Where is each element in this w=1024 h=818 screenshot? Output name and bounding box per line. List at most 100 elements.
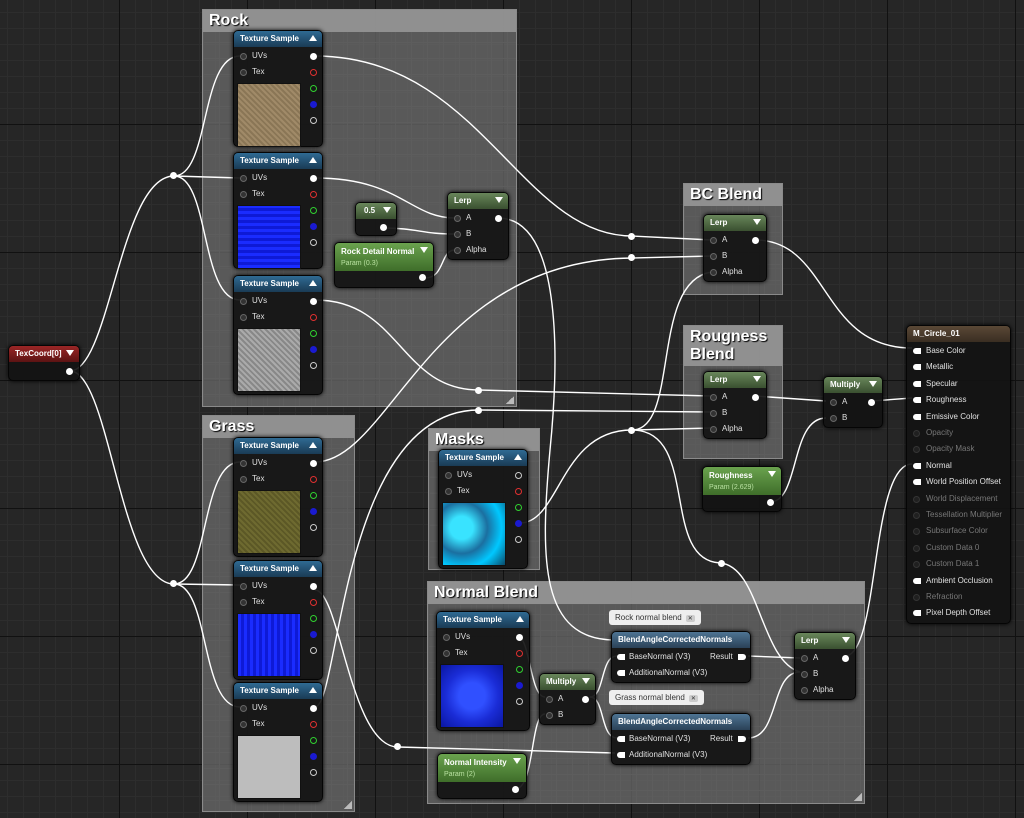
material-input-pin[interactable] [913,397,921,404]
tex-input-pin[interactable] [240,599,247,606]
output-pin[interactable] [419,274,426,281]
blend-normals-node-rock[interactable]: BlendAngleCorrectedNormals BaseNormal (V… [611,631,751,683]
b-output-pin[interactable] [310,753,317,760]
node-header[interactable]: Texture Sample [437,612,529,628]
reroute-knot[interactable] [475,407,482,414]
b-input-pin[interactable] [710,410,717,417]
collapse-arrow-icon[interactable] [753,376,761,382]
base-normal-input-pin[interactable] [617,736,625,742]
r-output-pin[interactable] [515,488,522,495]
output-pin[interactable] [582,696,589,703]
tex-input-pin[interactable] [240,476,247,483]
lerp-node-roughness-blend[interactable]: Lerp A B Alpha [703,371,767,439]
collapse-arrow-icon[interactable] [66,350,74,356]
comment-title[interactable]: Rock [203,10,516,32]
a-output-pin[interactable] [516,698,523,705]
result-output-pin[interactable] [738,736,746,742]
uvs-input-pin[interactable] [240,298,247,305]
multiply-node-normal[interactable]: Multiply A B [539,673,596,725]
g-output-pin[interactable] [310,737,317,744]
b-output-pin[interactable] [515,520,522,527]
b-output-pin[interactable] [310,508,317,515]
output-pin[interactable] [512,786,519,793]
material-input-pin[interactable] [913,446,920,454]
collapse-arrow-icon[interactable] [309,157,317,163]
collapse-arrow-icon[interactable] [420,247,428,253]
node-header[interactable]: Texture Sample [234,153,322,169]
rgb-output-pin[interactable] [310,298,317,305]
output-pin[interactable] [66,368,73,375]
b-input-pin[interactable] [710,253,717,260]
r-output-pin[interactable] [310,599,317,606]
g-output-pin[interactable] [310,207,317,214]
g-output-pin[interactable] [515,504,522,511]
collapse-arrow-icon[interactable] [309,280,317,286]
texture-sample-node-rock-2[interactable]: Texture Sample UVs Tex [233,152,323,269]
collapse-arrow-icon[interactable] [495,197,503,203]
node-header[interactable]: Lerp [704,215,766,231]
comment-title[interactable]: Normal Blend [428,582,864,604]
a-input-pin[interactable] [454,215,461,222]
texcoord-node[interactable]: TexCoord[0] [8,345,80,381]
collapse-arrow-icon[interactable] [383,207,391,213]
material-input-pin[interactable] [913,348,921,354]
rgb-output-pin[interactable] [310,53,317,60]
output-pin[interactable] [752,237,759,244]
close-icon[interactable]: ✕ [685,615,695,622]
uvs-input-pin[interactable] [240,53,247,60]
rgb-output-pin[interactable] [310,583,317,590]
tex-input-pin[interactable] [240,721,247,728]
multiply-node-roughness[interactable]: Multiply A B [823,376,883,428]
rgb-output-pin[interactable] [516,634,523,641]
texture-sample-node-masks[interactable]: Texture Sample UVs Tex [438,449,528,569]
r-output-pin[interactable] [516,650,523,657]
a-input-pin[interactable] [710,394,717,401]
texture-sample-node-rock-1[interactable]: Texture Sample UVs Tex [233,30,323,147]
node-header[interactable]: Lerp [448,193,508,209]
output-pin[interactable] [767,499,774,506]
material-input-pin[interactable] [913,430,920,437]
output-pin[interactable] [842,655,849,662]
node-comment-bubble-grass[interactable]: Grass normal blend✕ [609,690,704,705]
b-output-pin[interactable] [516,682,523,689]
a-output-pin[interactable] [515,536,522,543]
uvs-input-pin[interactable] [445,472,452,479]
texture-sample-node-rock-3[interactable]: Texture Sample UVs Tex [233,275,323,395]
texture-sample-node-grass-3[interactable]: Texture Sample UVs Tex [233,682,323,802]
tex-input-pin[interactable] [240,314,247,321]
b-input-pin[interactable] [546,712,553,719]
alpha-input-pin[interactable] [710,426,717,433]
a-input-pin[interactable] [830,399,837,406]
rgb-output-pin[interactable] [310,175,317,182]
tex-input-pin[interactable] [445,488,452,495]
node-comment-bubble-rock[interactable]: Rock normal blend✕ [609,610,701,625]
constant-node[interactable]: 0.5 [355,202,397,236]
uvs-input-pin[interactable] [443,634,450,641]
collapse-arrow-icon[interactable] [842,637,850,643]
node-header[interactable]: Texture Sample [234,31,322,47]
material-input-pin[interactable] [913,495,920,503]
node-header[interactable]: TexCoord[0] [9,346,79,362]
texture-sample-node-grass-1[interactable]: Texture Sample UVs Tex [233,437,323,557]
tex-input-pin[interactable] [443,650,450,657]
material-input-pin[interactable] [913,528,920,536]
output-pin[interactable] [495,215,502,222]
material-input-pin[interactable] [913,544,920,552]
b-output-pin[interactable] [310,223,317,230]
output-pin[interactable] [752,394,759,401]
node-header[interactable]: Texture Sample [234,683,322,699]
collapse-arrow-icon[interactable] [309,442,317,448]
a-output-pin[interactable] [310,647,317,654]
result-output-pin[interactable] [738,654,746,660]
node-header[interactable]: BlendAngleCorrectedNormals [612,714,750,730]
b-input-pin[interactable] [801,671,808,678]
uvs-input-pin[interactable] [240,460,247,467]
b-input-pin[interactable] [830,415,837,422]
reroute-knot[interactable] [628,254,635,261]
lerp-node-rock[interactable]: Lerp A B Alpha [447,192,509,260]
alpha-input-pin[interactable] [454,247,461,254]
